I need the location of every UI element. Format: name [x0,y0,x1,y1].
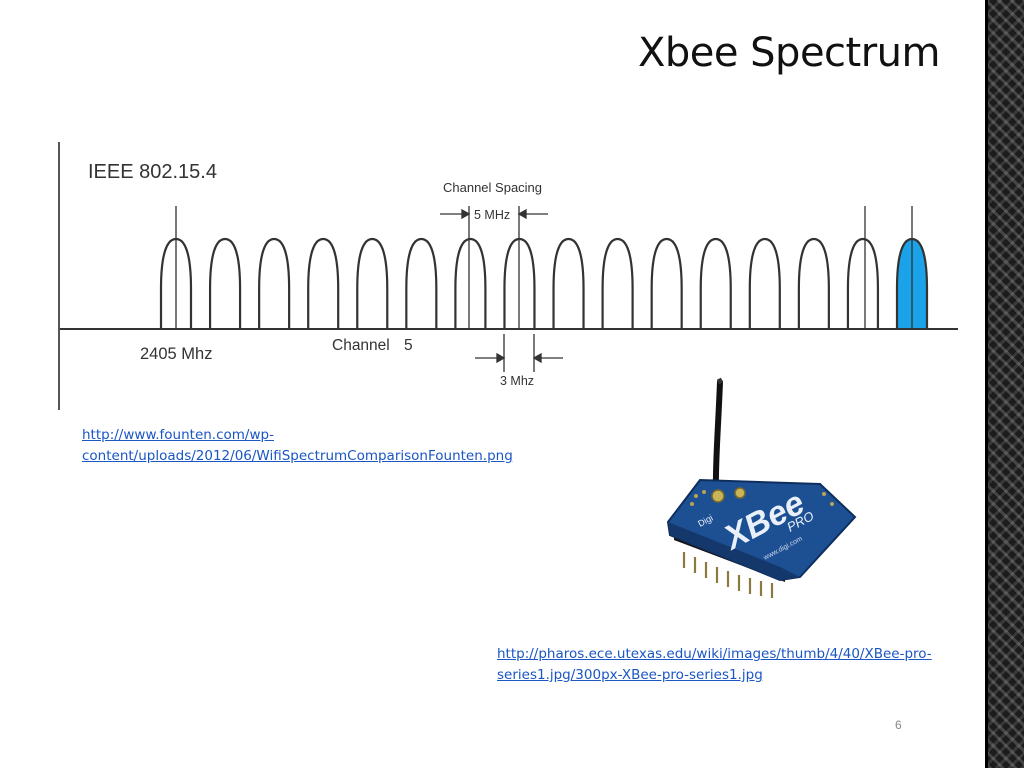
channel-lobe [454,237,487,329]
channel-label: Channel [332,337,390,354]
channel-lobe [356,237,389,329]
channel-lobe [797,237,830,329]
decorative-border [985,0,1024,768]
channel-lobe [552,237,585,329]
channel-lobe [405,237,438,329]
slide-title: Xbee Spectrum [637,30,941,76]
module-image-source-link[interactable]: http://pharos.ece.utexas.edu/wiki/images… [497,646,932,683]
bandwidth-arrows [475,352,563,364]
start-frequency-label: 2405 Mhz [140,345,212,363]
channel-lobe [208,237,242,329]
channel-spacing-label: Channel Spacing [443,180,542,195]
channel-lobes [159,237,929,329]
spectrum-diagram: IEEE 802.15.4 Channel Spacing 5 MHz 2405… [58,142,958,410]
channel-lobe [258,237,291,329]
spectrum-image-source-link[interactable]: http://www.founten.com/wp-content/upload… [82,427,513,464]
standard-label: IEEE 802.15.4 [88,161,217,183]
channel-lobe [307,237,340,329]
spacing-value: 5 MHz [474,208,510,222]
xbee-module-image: XBee PRO Digi www.digi.com [660,372,870,602]
spectrum-svg: IEEE 802.15.4 Channel Spacing 5 MHz 2405… [60,161,958,388]
channel-lobe [748,237,781,329]
channel-lobe [846,237,880,329]
channel-number: 5 [404,337,413,354]
channel-lobe [650,237,683,329]
spacing-arrows [440,208,548,220]
channel-lobe [699,237,732,329]
bandwidth-label: 3 Mhz [500,374,534,388]
channel-lobe [601,237,634,329]
page-number: 6 [895,718,902,732]
